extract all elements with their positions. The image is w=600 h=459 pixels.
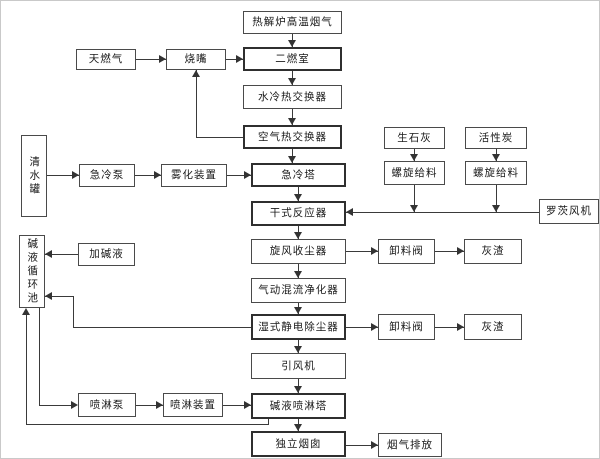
node-quicklime: 生石灰 <box>384 127 445 149</box>
node-cyclone-dust-collector: 旋风收尘器 <box>251 239 346 264</box>
arrowhead-atomizer-into-tower-icon <box>244 171 251 179</box>
arrowhead-into-feeder1-icon <box>410 154 418 161</box>
node-quench-pump: 急冷泵 <box>79 164 135 187</box>
arrowhead-into-burner-icon <box>159 55 166 63</box>
connector-valve2-to-ash <box>435 327 464 328</box>
arrowhead-into-cyclone-icon <box>294 232 302 239</box>
arrowhead-into-water-hx-icon <box>288 78 296 85</box>
node-water-cooled-heat-exchanger: 水冷热交换器 <box>243 85 342 109</box>
node-pyrolysis-flue-gas: 热解炉高温烟气 <box>243 11 342 34</box>
node-discharge-valve-esp: 卸料阀 <box>378 314 435 340</box>
node-wet-electrostatic-precipitator: 湿式静电除尘器 <box>251 314 346 340</box>
arrowhead-into-air-hx-icon <box>288 118 296 125</box>
node-ash-residue-esp: 灰渣 <box>464 314 522 340</box>
arrowhead-into-ash1-icon <box>457 247 464 255</box>
arrowhead-into-feeder2-icon <box>492 154 500 161</box>
connector-atomizer-to-quench-tower <box>227 175 251 176</box>
arrowhead-into-chamber-icon <box>288 40 296 47</box>
node-clean-water-tank: 清水罐 <box>21 135 47 217</box>
node-spray-device: 喷淋装置 <box>163 393 223 417</box>
node-alkali-spray-tower: 碱液喷淋塔 <box>251 393 346 419</box>
connector-esp-return-v <box>73 296 74 327</box>
arrowhead-into-dry-reactor-icon <box>294 194 302 201</box>
node-activated-carbon: 活性炭 <box>465 127 527 149</box>
connector-hot-air-vertical <box>196 70 197 137</box>
arrowhead-into-spray-tower-icon <box>294 386 302 393</box>
arrowhead-into-chimney-icon <box>294 424 302 431</box>
arrowhead-into-quench-tower-icon <box>288 156 296 163</box>
connector-gas-to-burner <box>136 59 166 60</box>
connector-feeder1-to-reactor-line <box>414 185 415 212</box>
arrowhead-into-purifier-icon <box>294 271 302 278</box>
connector-chimney-to-discharge <box>346 445 378 446</box>
arrowhead-into-atomizer-icon <box>154 171 161 179</box>
connector-tank-to-quench-pump <box>47 175 79 176</box>
connector-esp-to-valve <box>346 327 378 328</box>
connector-burner-to-chamber <box>226 59 243 60</box>
connector-spray-pump-to-device <box>136 405 163 406</box>
arrowhead-esp-return-into-pool-icon <box>45 292 52 300</box>
connector-blower-to-reactor <box>346 212 539 213</box>
node-burner: 烧嘴 <box>166 49 226 70</box>
arrowhead-return-into-pool-icon <box>22 308 30 315</box>
arrowhead-into-wet-esp-icon <box>294 307 302 314</box>
arrowhead-burner-to-chamber-icon <box>236 55 243 63</box>
connector-tower-return-h <box>26 424 269 425</box>
node-roots-blower: 罗茨风机 <box>539 199 599 224</box>
node-pneumatic-mixed-flow-purifier: 气动混流净化器 <box>251 278 346 303</box>
arrowhead-into-valve1-icon <box>371 247 378 255</box>
arrowhead-hot-air-into-burner-icon <box>192 70 200 77</box>
node-chimney: 独立烟囱 <box>251 431 346 457</box>
node-spray-pump: 喷淋泵 <box>78 393 136 417</box>
connector-tower-return-v2 <box>26 314 27 424</box>
connector-quench-pump-to-atomizer <box>135 175 161 176</box>
arrowhead-into-reactor-right-icon <box>346 208 353 216</box>
node-add-alkali-liquid: 加碱液 <box>78 243 135 266</box>
connector-water-hx-to-air-hx <box>292 109 293 125</box>
node-flue-gas-discharge: 烟气排放 <box>378 433 442 457</box>
node-secondary-combustion-chamber: 二燃室 <box>243 47 342 71</box>
node-induced-draft-fan: 引风机 <box>251 353 346 379</box>
node-dry-reactor: 干式反应器 <box>251 201 346 226</box>
node-natural-gas: 天燃气 <box>76 49 136 70</box>
connector-pool-feed-vertical <box>39 308 40 405</box>
connector-tower-return-v1 <box>268 419 269 425</box>
arrowhead-into-ash2-icon <box>457 323 464 331</box>
connector-esp-return-h1 <box>73 327 251 328</box>
connector-spray-device-to-tower <box>223 405 251 406</box>
connector-cyclone-to-valve <box>346 251 378 252</box>
node-ash-residue-cyclone: 灰渣 <box>464 239 522 264</box>
node-screw-feeder-carbon: 螺旋给料 <box>465 161 527 185</box>
arrowhead-into-spray-device-icon <box>156 401 163 409</box>
arrowhead-feeder2-down-icon <box>492 205 500 212</box>
node-alkali-circulation-pool: 碱液循环池 <box>19 235 45 308</box>
connector-hot-air-horizontal <box>196 137 243 138</box>
connector-esp-return-h2 <box>45 296 73 297</box>
node-screw-feeder-lime: 螺旋给料 <box>384 161 445 185</box>
connector-pool-feed-horizontal <box>39 405 71 406</box>
connector-add-alkali-to-pool <box>45 254 78 255</box>
arrowhead-into-discharge-icon <box>371 441 378 449</box>
arrowhead-into-spray-pump-icon <box>71 401 78 409</box>
arrowhead-into-quench-pump-icon <box>72 171 79 179</box>
arrowhead-into-valve2-icon <box>371 323 378 331</box>
connector-valve1-to-ash <box>435 251 464 252</box>
connector-feeder2-to-reactor-line <box>496 185 497 212</box>
node-discharge-valve-cyclone: 卸料阀 <box>378 239 435 264</box>
arrowhead-feeder1-down-icon <box>410 205 418 212</box>
arrowhead-device-into-tower-icon <box>244 401 251 409</box>
arrowhead-into-fan-icon <box>294 346 302 353</box>
node-quench-tower: 急冷塔 <box>251 163 346 187</box>
node-atomization-device: 雾化装置 <box>161 164 227 187</box>
arrowhead-alkali-into-pool-icon <box>45 250 52 258</box>
node-air-heat-exchanger: 空气热交换器 <box>243 125 342 149</box>
